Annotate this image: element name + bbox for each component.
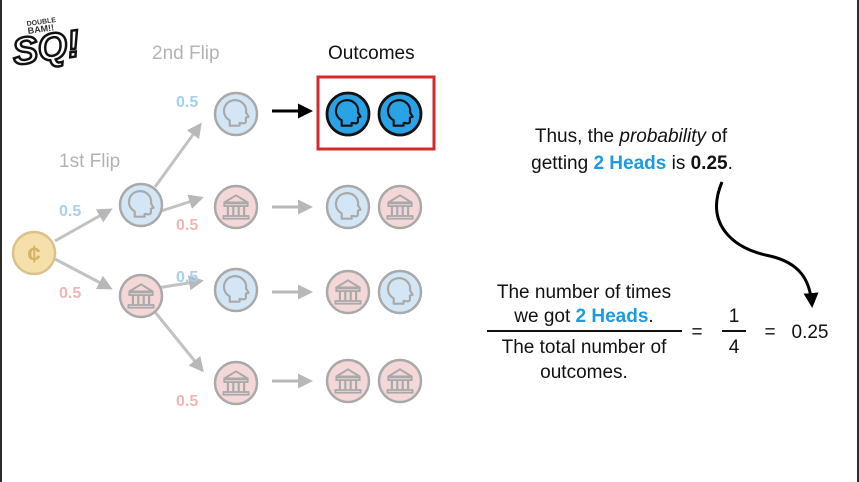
right-border [857, 0, 859, 482]
curved-arrow [715, 181, 819, 308]
branch-t-tails [153, 311, 204, 373]
prob-h-tails: 0.5 [176, 217, 198, 234]
first-flip-tails-coin [118, 273, 164, 319]
result-value: 0.25 [792, 322, 829, 343]
equals-sign-2: = [764, 322, 775, 343]
numerator-line-1: The number of times [497, 282, 671, 303]
second-flip-coin-hh [213, 91, 259, 137]
outcome-hh-coin-1 [325, 91, 371, 137]
numerator-line-2: we got 2 Heads. [513, 306, 653, 327]
logo-line2: BAM!! [27, 22, 55, 36]
outcome-th [325, 269, 423, 315]
conclusion-line-2: getting 2 Heads is 0.25. [531, 153, 733, 174]
second-flip-coin-th [213, 267, 259, 313]
outcomes-label: Outcomes [328, 43, 415, 64]
first-flip-label: 1st Flip [59, 151, 120, 172]
outcome-tt [325, 358, 423, 404]
first-flip-heads-coin [118, 182, 164, 228]
branch-t-heads [156, 275, 204, 291]
prob-t-tails: 0.5 [176, 393, 198, 410]
branch-h-heads [153, 122, 202, 188]
statquest-logo: DOUBLE BAM!! SQ! [9, 17, 84, 75]
branch-root-tails [54, 257, 113, 290]
equals-sign-1: = [691, 322, 702, 343]
second-flip-coin-tt [213, 360, 259, 406]
branch-root-heads [54, 208, 113, 243]
fraction-denominator: 4 [729, 337, 740, 358]
tree-branches [54, 122, 204, 373]
conclusion-line-1: Thus, the probability of [535, 126, 728, 147]
prob-t-heads: 0.5 [176, 269, 198, 286]
logo-mark: SQ! [10, 23, 83, 74]
fraction-numerator: 1 [729, 306, 740, 327]
second-flip-label: 2nd Flip [152, 43, 220, 64]
outcome-ht [325, 184, 423, 230]
outcome-hh-coin-2 [377, 91, 423, 137]
left-border [0, 0, 2, 482]
prob-first-heads: 0.5 [59, 203, 81, 220]
denominator-line-2: outcomes. [540, 362, 628, 383]
denominator-line-1: The total number of [502, 337, 667, 358]
root-coin: ¢ [11, 230, 57, 276]
prob-first-tails: 0.5 [59, 285, 81, 302]
penny-cent-symbol: ¢ [27, 241, 40, 268]
outcome-hh [325, 91, 423, 137]
highlighted-outcome-box [316, 75, 436, 151]
prob-h-heads: 0.5 [176, 94, 198, 111]
second-flip-coin-ht [213, 184, 259, 230]
branch-h-tails [154, 194, 204, 215]
logo-line1: DOUBLE [26, 17, 57, 28]
